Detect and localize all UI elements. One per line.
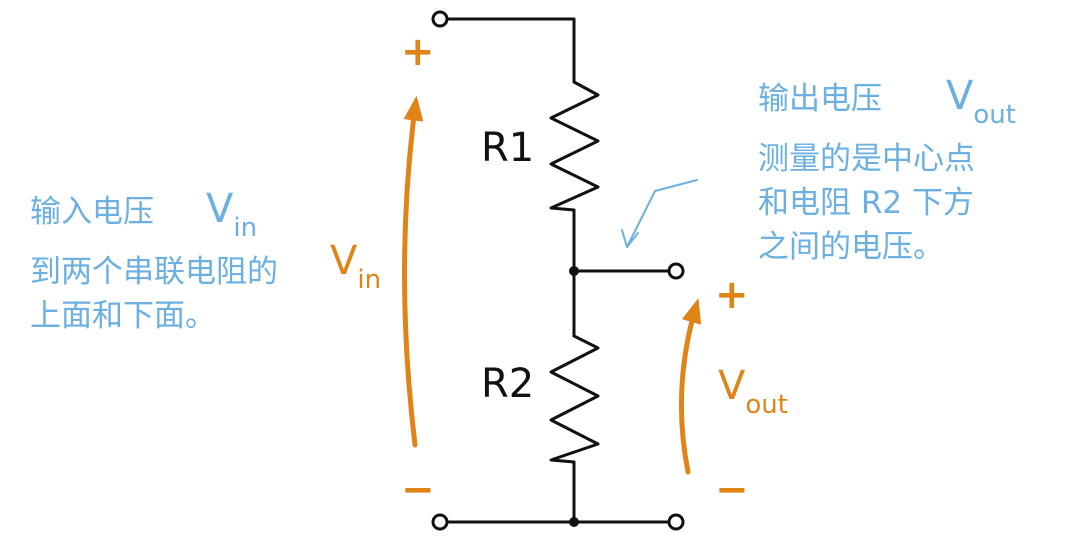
- input-top-terminal: [431, 10, 449, 28]
- input-bottom-terminal: [431, 513, 449, 531]
- input-plus-sign: +: [401, 29, 435, 75]
- vin-arrow: [402, 95, 424, 448]
- junction-dot-middle: [569, 266, 579, 276]
- vout-arrow: [678, 297, 702, 475]
- vin-symbol-label: Vin: [330, 238, 382, 295]
- output-top-terminal: [667, 262, 685, 280]
- input-desc-line-2: 到两个串联电阻的: [30, 254, 278, 290]
- circuit-wires: [446, 17, 670, 524]
- output-bottom-terminal: [667, 513, 685, 531]
- callout-arrowhead: [621, 229, 639, 248]
- output-desc-line-2: 测量的是中心点: [758, 141, 975, 177]
- junction-dot-bottom: [569, 517, 579, 527]
- resistor-r1: [549, 80, 600, 212]
- callout-pointer: [621, 179, 698, 248]
- output-plus-sign: +: [715, 272, 749, 318]
- output-desc-symbol-sub: out: [973, 100, 1016, 130]
- vout-subscript: out: [745, 390, 788, 420]
- vout-symbol-label: Vout: [718, 363, 788, 420]
- r2-label: R2: [481, 361, 535, 407]
- input-minus-sign: −: [401, 467, 435, 513]
- circuit-nodes: [431, 10, 685, 531]
- output-desc-line-4: 之间的电压。: [758, 229, 944, 265]
- input-desc-line-3: 上面和下面。: [30, 298, 216, 334]
- input-desc-symbol: Vin: [206, 186, 258, 243]
- vin-subscript: in: [357, 265, 382, 295]
- resistor-r2: [549, 334, 600, 464]
- callout-line: [626, 179, 698, 248]
- output-desc-symbol: Vout: [946, 73, 1016, 130]
- r1-label: R1: [481, 125, 535, 171]
- output-desc-line-3: 和电阻 R2 下方: [758, 185, 974, 221]
- input-desc-symbol-sub: in: [233, 213, 258, 243]
- output-minus-sign: −: [715, 467, 749, 513]
